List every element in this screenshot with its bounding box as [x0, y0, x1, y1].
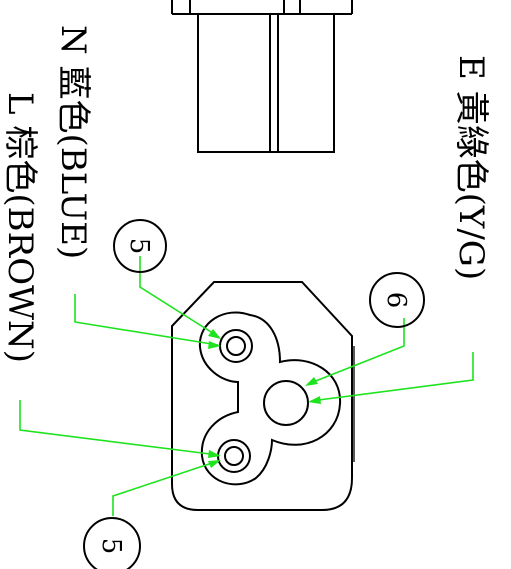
earth-pin-hole: [263, 380, 309, 426]
neutral-wire-label: N 藍色(BLUE): [53, 25, 93, 259]
live-pin-hole: [217, 439, 251, 473]
cable-body: [171, 0, 353, 153]
live-wire-label: L 棕色(BROWN): [0, 92, 40, 363]
balloon-top-left-number: 5: [124, 238, 154, 255]
balloon-bottom: 5: [83, 517, 141, 569]
balloon-bottom-number: 5: [96, 538, 126, 555]
leader-lines: [19, 256, 474, 516]
earth-wire-label: E 黃綠色(Y/G): [451, 55, 491, 280]
neutral-pin-hole: [219, 329, 253, 363]
balloon-right: 6: [369, 272, 425, 328]
balloon-right-number: 6: [381, 292, 411, 309]
balloon-top-left: 5: [113, 219, 167, 273]
connector-face: [171, 281, 355, 511]
